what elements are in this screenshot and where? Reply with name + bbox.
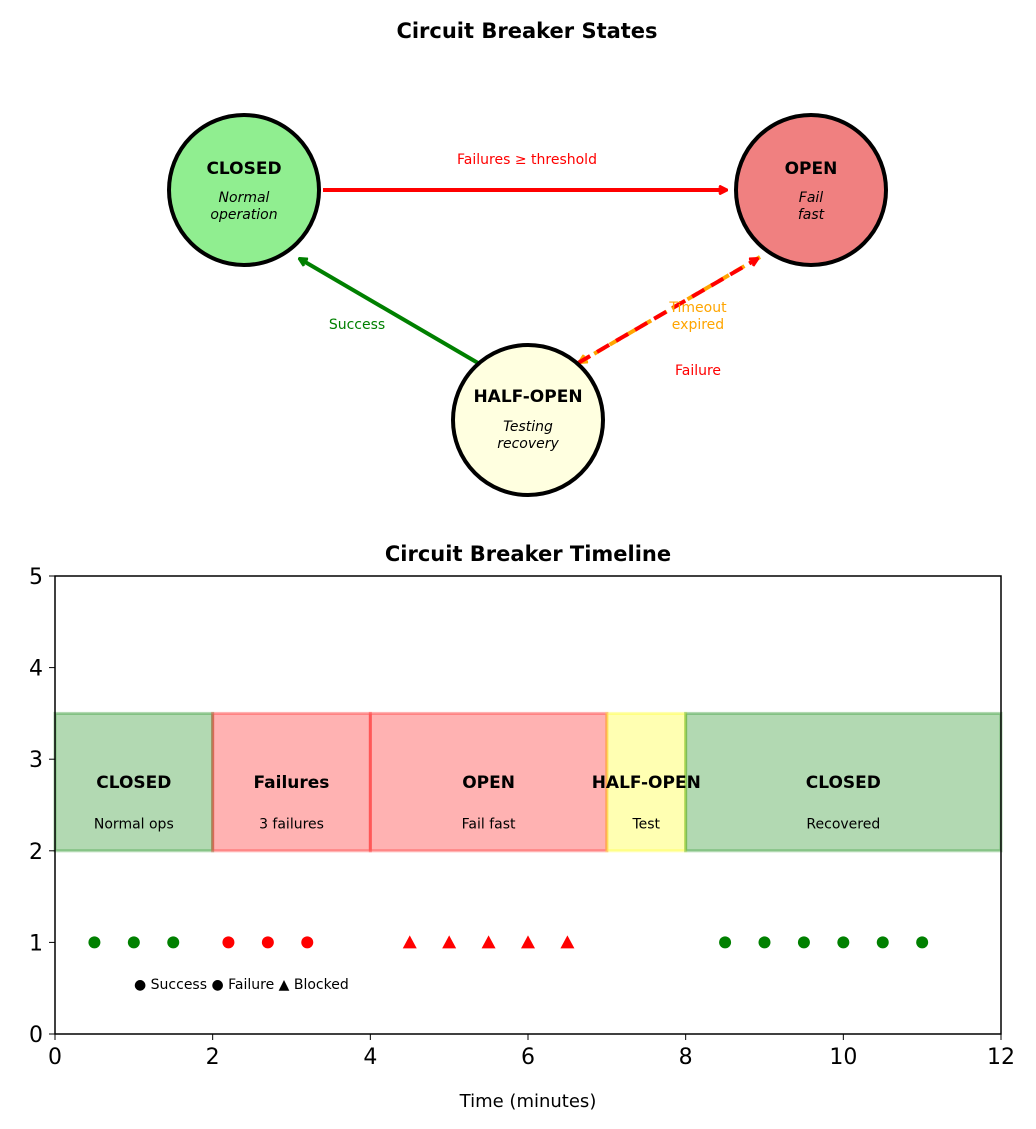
region-1 — [211, 711, 372, 853]
state-closed-desc: Normal — [219, 190, 270, 206]
region-3 — [605, 711, 688, 853]
label-timeout-2: expired — [672, 317, 724, 333]
x-tick-label: 10 — [829, 1045, 857, 1070]
state-open-desc: fast — [798, 207, 825, 223]
state-closed-circle — [167, 113, 321, 267]
state-open-circle — [734, 113, 888, 267]
success-point — [837, 936, 850, 949]
chart-title: Circuit Breaker Timeline — [385, 542, 671, 566]
label-success: Success — [329, 317, 385, 333]
state-open: OPEN Fail fast — [734, 113, 888, 267]
state-closed: CLOSED Normal operation — [167, 113, 321, 267]
state-open-name: OPEN — [785, 159, 838, 179]
region-sublabel: Recovered — [806, 816, 880, 832]
state-open-desc: Fail — [799, 190, 824, 206]
region-label: HALF-OPEN — [592, 773, 701, 793]
region-label: CLOSED — [806, 773, 881, 793]
arrow-half-to-closed — [300, 259, 480, 365]
arrow-open-to-half — [580, 255, 762, 362]
y-tick-label: 5 — [29, 565, 43, 590]
state-half-open-desc: recovery — [497, 436, 559, 452]
y-tick-label: 0 — [29, 1023, 43, 1048]
success-point — [876, 936, 889, 949]
x-tick-label: 4 — [363, 1045, 377, 1070]
state-half-open-name: HALF-OPEN — [473, 387, 582, 407]
region-label: Failures — [254, 773, 330, 793]
success-point — [797, 936, 810, 949]
region-sublabel: 3 failures — [259, 816, 324, 832]
x-tick-label: 8 — [679, 1045, 693, 1070]
success-point — [719, 936, 732, 949]
region-sublabel: Fail fast — [462, 816, 516, 832]
blocked-point — [442, 935, 457, 949]
region-4 — [684, 711, 1003, 853]
failure-point — [301, 936, 314, 949]
label-failures-threshold: Failures ≥ threshold — [457, 152, 597, 168]
x-tick-label: 2 — [206, 1045, 220, 1070]
success-point — [167, 936, 180, 949]
state-closed-desc: operation — [210, 207, 277, 223]
x-tick-label: 0 — [48, 1045, 62, 1070]
state-closed-name: CLOSED — [206, 159, 281, 179]
blocked-point — [560, 935, 575, 949]
state-half-open: HALF-OPEN Testing recovery — [451, 343, 605, 497]
region-sublabel: Test — [631, 816, 660, 832]
y-tick-label: 4 — [29, 657, 43, 682]
region-2 — [368, 711, 609, 853]
y-tick-label: 1 — [29, 931, 43, 956]
blocked-point — [521, 935, 535, 949]
y-tick-label: 2 — [29, 840, 43, 865]
failure-point — [261, 936, 274, 949]
blocked-point — [481, 935, 496, 949]
label-failure: Failure — [675, 363, 721, 379]
x-tick-label: 12 — [987, 1045, 1015, 1070]
x-axis-label: Time (minutes) — [459, 1091, 597, 1112]
region-sublabel: Normal ops — [94, 816, 174, 832]
x-tick-label: 6 — [521, 1045, 535, 1070]
success-point — [88, 936, 101, 949]
blocked-point — [402, 935, 417, 949]
state-half-open-desc: Testing — [503, 419, 553, 435]
legend-text: ● Success ● Failure ▲ Blocked — [134, 977, 349, 993]
state-half-open-circle — [451, 343, 605, 497]
region-label: CLOSED — [96, 773, 171, 793]
region-label: OPEN — [462, 773, 515, 793]
success-point — [127, 936, 140, 949]
success-point — [916, 936, 929, 949]
y-tick-label: 3 — [29, 748, 43, 773]
label-timeout-1: Timeout — [668, 300, 727, 316]
success-point — [758, 936, 771, 949]
arrow-half-to-open — [576, 259, 757, 365]
failure-point — [222, 936, 235, 949]
timeline-plot: CLOSED Normal ops Failures 3 failures OPEN Fa… — [53, 711, 1003, 949]
diagram-title: Circuit Breaker States — [396, 19, 657, 43]
